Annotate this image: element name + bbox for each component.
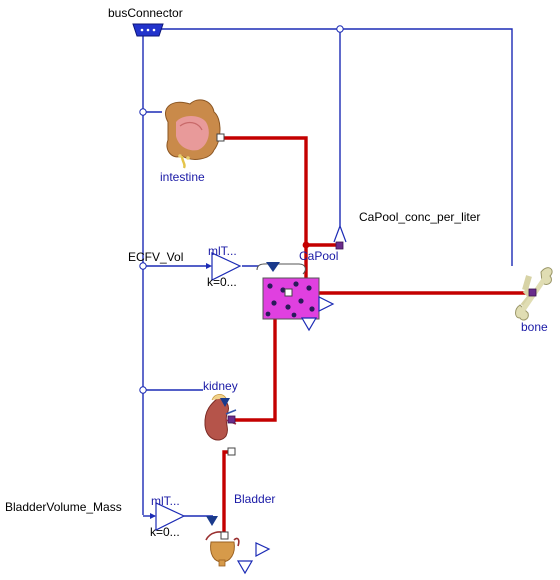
intestine-label: intestine: [160, 170, 205, 184]
capool-conc-triangle-icon[interactable]: [333, 224, 347, 243]
bladder-input-arrow-icon: [206, 516, 218, 526]
bladder-port[interactable]: [220, 531, 229, 540]
gain-block-bottom[interactable]: [155, 502, 186, 531]
bone-label: bone: [521, 320, 548, 334]
junction-nodes: [139, 25, 344, 394]
gain-top-param: k=0...: [207, 275, 237, 289]
junction-node: [139, 108, 147, 116]
capool-input-arrow-icon: [266, 262, 280, 272]
capool-conc-port[interactable]: [335, 241, 344, 250]
bus-connector-label: busConnector: [108, 6, 183, 20]
gain-block-top[interactable]: [211, 252, 242, 281]
kidney-label: kidney: [203, 379, 238, 393]
kidney-port-out[interactable]: [227, 415, 236, 424]
kidney-input-arrow-icon: [220, 398, 230, 407]
intestine-icon[interactable]: [165, 99, 221, 169]
gain-top-name: mlT...: [208, 244, 237, 258]
bladder-label: Bladder: [234, 492, 275, 506]
gain-bottom-input-arrow-icon: [150, 513, 156, 519]
capool-conc-label: CaPool_conc_per_liter: [359, 210, 480, 224]
capool-bottom-triangle-icon[interactable]: [300, 317, 318, 332]
gain-top-input-arrow-icon: [206, 263, 212, 269]
junction-node: [139, 262, 147, 270]
bladder-volume-mass-label: BladderVolume_Mass: [5, 500, 122, 514]
bus-connector-icon[interactable]: [132, 23, 164, 37]
gain-bottom-param: k=0...: [150, 525, 180, 539]
bone-port[interactable]: [528, 288, 537, 297]
kidney-icon[interactable]: [204, 394, 237, 441]
bone-icon[interactable]: [515, 267, 553, 321]
kidney-port-urine[interactable]: [227, 447, 236, 456]
intestine-to-capool-flow: [221, 136, 340, 247]
gain-bottom-name: mlT...: [151, 494, 180, 508]
junction-node: [139, 386, 147, 394]
kidney-to-bladder-flow: [222, 450, 232, 535]
capool-label: CaPool: [299, 249, 338, 263]
junction-node: [336, 25, 344, 33]
ecfv-vol-label: ECFV_Vol: [128, 250, 183, 264]
bus-line-to-bone: [161, 28, 513, 266]
bladder-bottom-triangle-icon[interactable]: [236, 560, 254, 575]
fluid-connections: [221, 136, 532, 535]
capool-port[interactable]: [284, 288, 293, 297]
flow-junction: [302, 241, 310, 249]
intestine-port[interactable]: [216, 133, 225, 142]
ca-pool-icon[interactable]: [256, 262, 320, 320]
capool-output-triangle-icon[interactable]: [318, 296, 335, 312]
bladder-output-triangle-icon[interactable]: [255, 542, 271, 558]
